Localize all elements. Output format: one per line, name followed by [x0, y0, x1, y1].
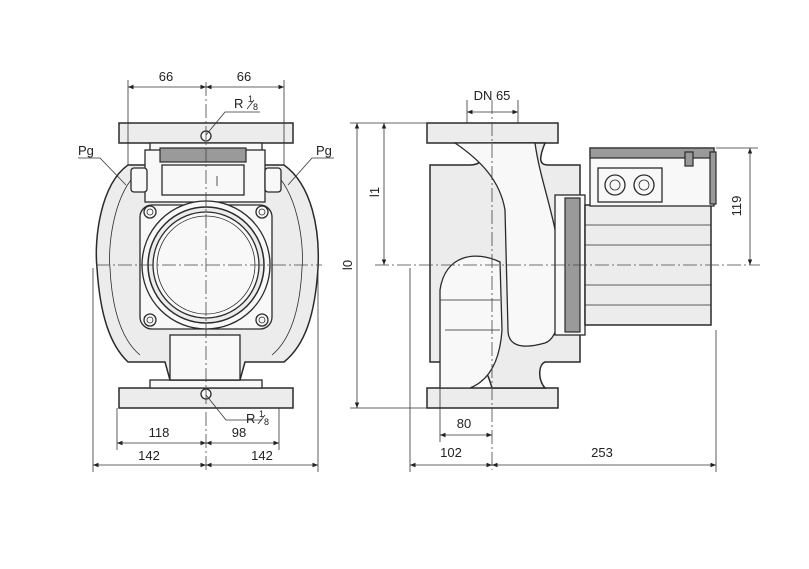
thread-bottom-prefix: R — [246, 411, 255, 426]
thread-top-den: 8 — [253, 102, 258, 112]
cable-gland-right — [264, 167, 282, 193]
dim-66-left: 66 — [159, 69, 173, 84]
front-view — [95, 82, 322, 470]
dim-66-right: 66 — [237, 69, 251, 84]
cable-gland-2 — [633, 174, 655, 196]
side-dimensions: DN 65 l0 l1 119 80 102 253 — [340, 88, 758, 472]
dim-253: 253 — [591, 445, 613, 460]
dim-98: 98 — [232, 425, 246, 440]
thread-bottom-num: 1 — [259, 409, 264, 419]
dim-102: 102 — [440, 445, 462, 460]
dim-142-right: 142 — [251, 448, 273, 463]
pg-label-right: Pg — [316, 143, 332, 158]
dim-l1: l1 — [367, 187, 382, 197]
cable-gland-left — [130, 167, 148, 193]
dim-142-left: 142 — [138, 448, 160, 463]
cable-gland-1 — [604, 174, 626, 196]
thread-top-prefix: R — [234, 96, 243, 111]
dim-119: 119 — [729, 196, 744, 217]
dim-118: 118 — [149, 425, 170, 440]
side-bottom-flange — [426, 387, 559, 409]
thread-top-num: 1 — [248, 94, 253, 104]
pg-label-left: Pg — [78, 143, 94, 158]
dim-dn65: DN 65 — [474, 88, 511, 103]
side-top-flange — [426, 122, 559, 144]
dim-l0: l0 — [340, 260, 355, 270]
front-dimensions: 66 66 R 1 8 R 1 8 Pg Pg 118 98 142 142 — [78, 69, 334, 472]
side-view — [375, 100, 760, 470]
dim-80: 80 — [457, 416, 471, 431]
thread-bottom-den: 8 — [264, 417, 269, 427]
